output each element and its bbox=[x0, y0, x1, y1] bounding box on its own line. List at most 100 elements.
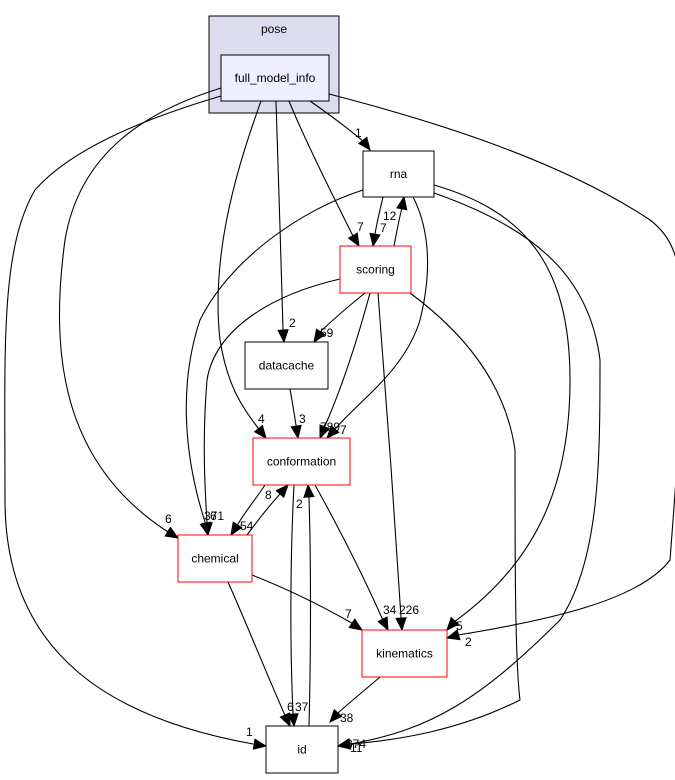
node-full-model-info[interactable]: full_model_info bbox=[220, 54, 330, 102]
edge-full-model-info-to-rna[interactable] bbox=[309, 100, 371, 152]
node-datacache[interactable]: datacache bbox=[244, 341, 329, 390]
edge-scoring-to-datacache[interactable] bbox=[313, 292, 366, 344]
edge-label[interactable]: 7 bbox=[357, 220, 364, 234]
edge-rna-to-conformation[interactable] bbox=[326, 196, 429, 439]
edge-full-model-info-to-conformation[interactable] bbox=[217, 100, 267, 440]
edge-line[interactable] bbox=[314, 484, 389, 631]
node-box[interactable] bbox=[220, 54, 330, 102]
node-box[interactable] bbox=[177, 534, 253, 583]
edge-label[interactable]: 3 bbox=[299, 412, 306, 426]
edge-label[interactable]: 34 bbox=[383, 603, 397, 617]
node-box[interactable] bbox=[362, 150, 435, 198]
edge-label[interactable]: 37 bbox=[295, 700, 309, 714]
edge-label[interactable]: 6 bbox=[165, 512, 172, 526]
edge-label[interactable]: 226 bbox=[399, 603, 419, 617]
edge-scoring-to-id[interactable] bbox=[336, 292, 521, 750]
edge-chemical-to-kinematics[interactable] bbox=[251, 574, 364, 631]
arrowhead-icon bbox=[329, 708, 343, 723]
node-box[interactable] bbox=[361, 629, 448, 678]
node-box[interactable] bbox=[244, 341, 329, 390]
edge-datacache-to-conformation[interactable] bbox=[289, 388, 302, 440]
edge-line[interactable] bbox=[337, 292, 521, 747]
edge-line[interactable] bbox=[319, 292, 371, 439]
edge-full-model-info-to-datacache[interactable] bbox=[275, 100, 289, 344]
node-box[interactable] bbox=[252, 437, 351, 486]
edge-conformation-to-kinematics[interactable] bbox=[314, 484, 389, 632]
edge-line[interactable] bbox=[217, 100, 267, 439]
edge-kinematics-to-id[interactable] bbox=[329, 676, 381, 723]
edge-label[interactable]: 371 bbox=[204, 509, 224, 523]
edge-scoring-to-kinematics[interactable] bbox=[377, 292, 407, 632]
edge-line[interactable] bbox=[433, 184, 571, 631]
node-chemical[interactable]: chemical bbox=[177, 534, 253, 583]
node-rna[interactable]: rna bbox=[362, 150, 435, 198]
edge-label[interactable]: 8 bbox=[265, 488, 272, 502]
edge-chemical-to-conformation[interactable] bbox=[246, 484, 289, 536]
edge-label[interactable]: 6 bbox=[210, 509, 217, 523]
edge-line[interactable] bbox=[328, 93, 675, 639]
edge-line[interactable] bbox=[185, 189, 364, 536]
arrowhead-icon bbox=[319, 424, 331, 440]
edge-line[interactable] bbox=[4, 95, 267, 747]
edge-label[interactable]: 7 bbox=[345, 607, 352, 621]
node-label: scoring bbox=[356, 263, 395, 277]
edge-line[interactable] bbox=[289, 388, 299, 439]
edge-label[interactable]: 54 bbox=[240, 519, 254, 533]
edge-label[interactable]: 6 bbox=[287, 700, 294, 714]
edge-full-model-info-to-id[interactable] bbox=[4, 95, 268, 750]
edge-scoring-to-conformation[interactable] bbox=[319, 292, 371, 440]
edge-line[interactable] bbox=[251, 574, 363, 631]
cluster-pose-label: pose bbox=[261, 22, 287, 36]
edge-line[interactable] bbox=[290, 484, 295, 727]
edge-conformation-to-chemical[interactable] bbox=[230, 484, 266, 537]
edge-label[interactable]: 1 bbox=[355, 126, 362, 140]
edge-line[interactable] bbox=[337, 192, 601, 747]
edge-chemical-to-id[interactable] bbox=[227, 581, 291, 728]
edge-scoring-to-rna[interactable] bbox=[393, 195, 408, 247]
node-box[interactable] bbox=[339, 245, 412, 294]
node-label: chemical bbox=[191, 552, 238, 566]
node-label: id bbox=[297, 743, 306, 757]
edge-line[interactable] bbox=[275, 100, 285, 343]
edge-label[interactable]: 5 bbox=[456, 619, 463, 633]
edge-line[interactable] bbox=[307, 484, 312, 727]
edge-label[interactable]: 4 bbox=[258, 412, 265, 426]
arrowhead-icon bbox=[377, 616, 389, 632]
edge-label[interactable]: 2 bbox=[289, 316, 296, 330]
arrowhead-icon bbox=[230, 521, 243, 537]
edge-full-model-info-to-kinematics[interactable] bbox=[328, 93, 675, 641]
edge-rna-to-scoring[interactable] bbox=[369, 196, 384, 248]
edge-line[interactable] bbox=[58, 87, 222, 539]
edge-label[interactable]: 7 bbox=[340, 423, 347, 437]
edge-label[interactable]: 789 bbox=[320, 420, 340, 434]
edge-label[interactable]: 7 bbox=[380, 221, 387, 235]
edge-id-to-conformation[interactable] bbox=[303, 483, 315, 727]
edge-line[interactable] bbox=[203, 278, 341, 536]
edge-label[interactable]: 12 bbox=[383, 209, 397, 223]
edge-full-model-info-to-scoring[interactable] bbox=[288, 100, 360, 248]
edge-label[interactable]: 59 bbox=[320, 326, 334, 340]
node-conformation[interactable]: conformation bbox=[252, 437, 351, 486]
node-label: kinematics bbox=[376, 647, 433, 661]
edge-line[interactable] bbox=[227, 581, 291, 727]
node-box[interactable] bbox=[265, 725, 339, 774]
edge-line[interactable] bbox=[230, 484, 266, 536]
edge-label[interactable]: 1 bbox=[246, 725, 253, 739]
edge-line[interactable] bbox=[288, 100, 360, 247]
edge-label[interactable]: 2 bbox=[465, 635, 472, 649]
edge-label[interactable]: 38 bbox=[340, 711, 354, 725]
node-id[interactable]: id bbox=[265, 725, 339, 774]
edge-label[interactable]: 11 bbox=[350, 741, 363, 755]
node-kinematics[interactable]: kinematics bbox=[361, 629, 448, 678]
node-scoring[interactable]: scoring bbox=[339, 245, 412, 294]
edge-full-model-info-to-chemical[interactable] bbox=[58, 87, 222, 539]
edge-scoring-to-chemical[interactable] bbox=[201, 278, 341, 537]
edge-line[interactable] bbox=[377, 292, 403, 631]
edge-label[interactable]: 374 bbox=[346, 737, 366, 751]
edge-conformation-to-id[interactable] bbox=[287, 484, 299, 728]
edge-rna-to-kinematics[interactable] bbox=[433, 184, 571, 631]
edge-line[interactable] bbox=[326, 196, 429, 439]
edge-line[interactable] bbox=[313, 292, 366, 343]
edge-label[interactable]: 2 bbox=[296, 497, 303, 511]
